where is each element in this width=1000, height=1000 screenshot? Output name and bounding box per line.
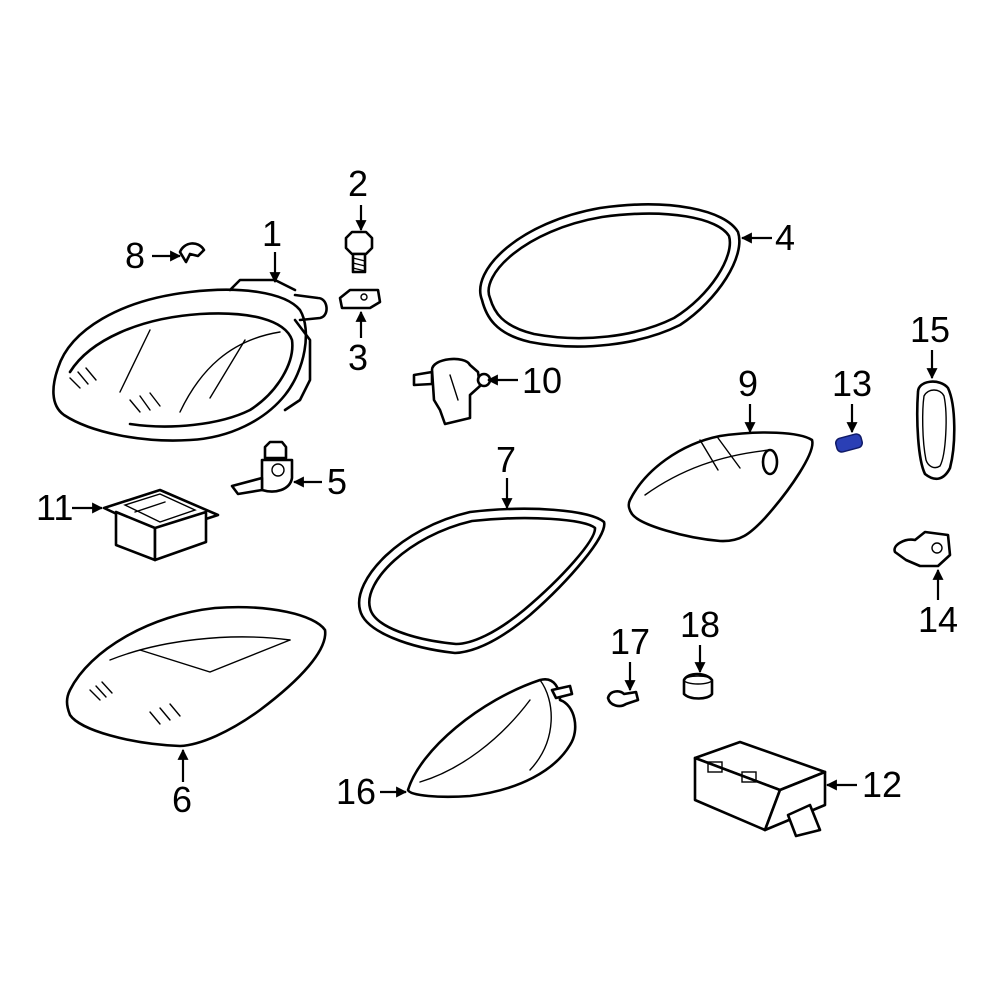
part-5-adjuster[interactable] [230,440,294,496]
part-14-socket[interactable] [893,530,952,568]
callout-18: 18 [680,604,720,645]
part-9-turn-signal-lamp[interactable] [627,431,814,543]
part-18-grommet[interactable] [682,672,714,700]
callout-16: 16 [336,771,376,812]
callout-14: 14 [918,599,958,640]
callout-7: 7 [496,439,516,480]
callout-6: 6 [172,779,192,820]
callout-3: 3 [348,337,368,378]
part-3-clip-nut[interactable] [338,288,382,310]
callout-10: 10 [522,360,562,401]
callout-4: 4 [775,217,795,258]
part-6-corner-lens[interactable] [65,605,327,748]
callout-1: 1 [262,213,282,254]
callout-17: 17 [610,621,650,662]
callout-labels: 1 2 3 4 5 6 7 8 9 10 11 12 13 14 15 16 1… [36,163,958,820]
part-15-side-marker[interactable] [915,380,956,481]
part-13-bulb[interactable] [835,433,864,453]
callout-2: 2 [348,163,368,204]
part-8-clip[interactable] [178,242,206,264]
part-11-control-unit[interactable] [102,488,220,562]
callout-9: 9 [738,363,758,404]
callout-13: 13 [832,363,872,404]
part-4-gasket[interactable] [479,203,741,348]
callout-8: 8 [125,235,145,276]
callout-5: 5 [327,461,347,502]
callout-11: 11 [36,487,73,528]
part-12-control-module[interactable] [693,740,827,838]
part-1-headlamp-assembly[interactable] [52,278,328,442]
part-2-bolt[interactable] [344,230,374,274]
leader-arrows [72,205,944,798]
part-7-lens-gasket[interactable] [357,507,606,655]
callout-15: 15 [910,309,950,350]
part-16-fog-lamp[interactable] [406,678,577,799]
callout-12: 12 [862,764,902,805]
part-10-actuator[interactable] [412,357,492,426]
part-17-bulb[interactable] [606,690,640,708]
